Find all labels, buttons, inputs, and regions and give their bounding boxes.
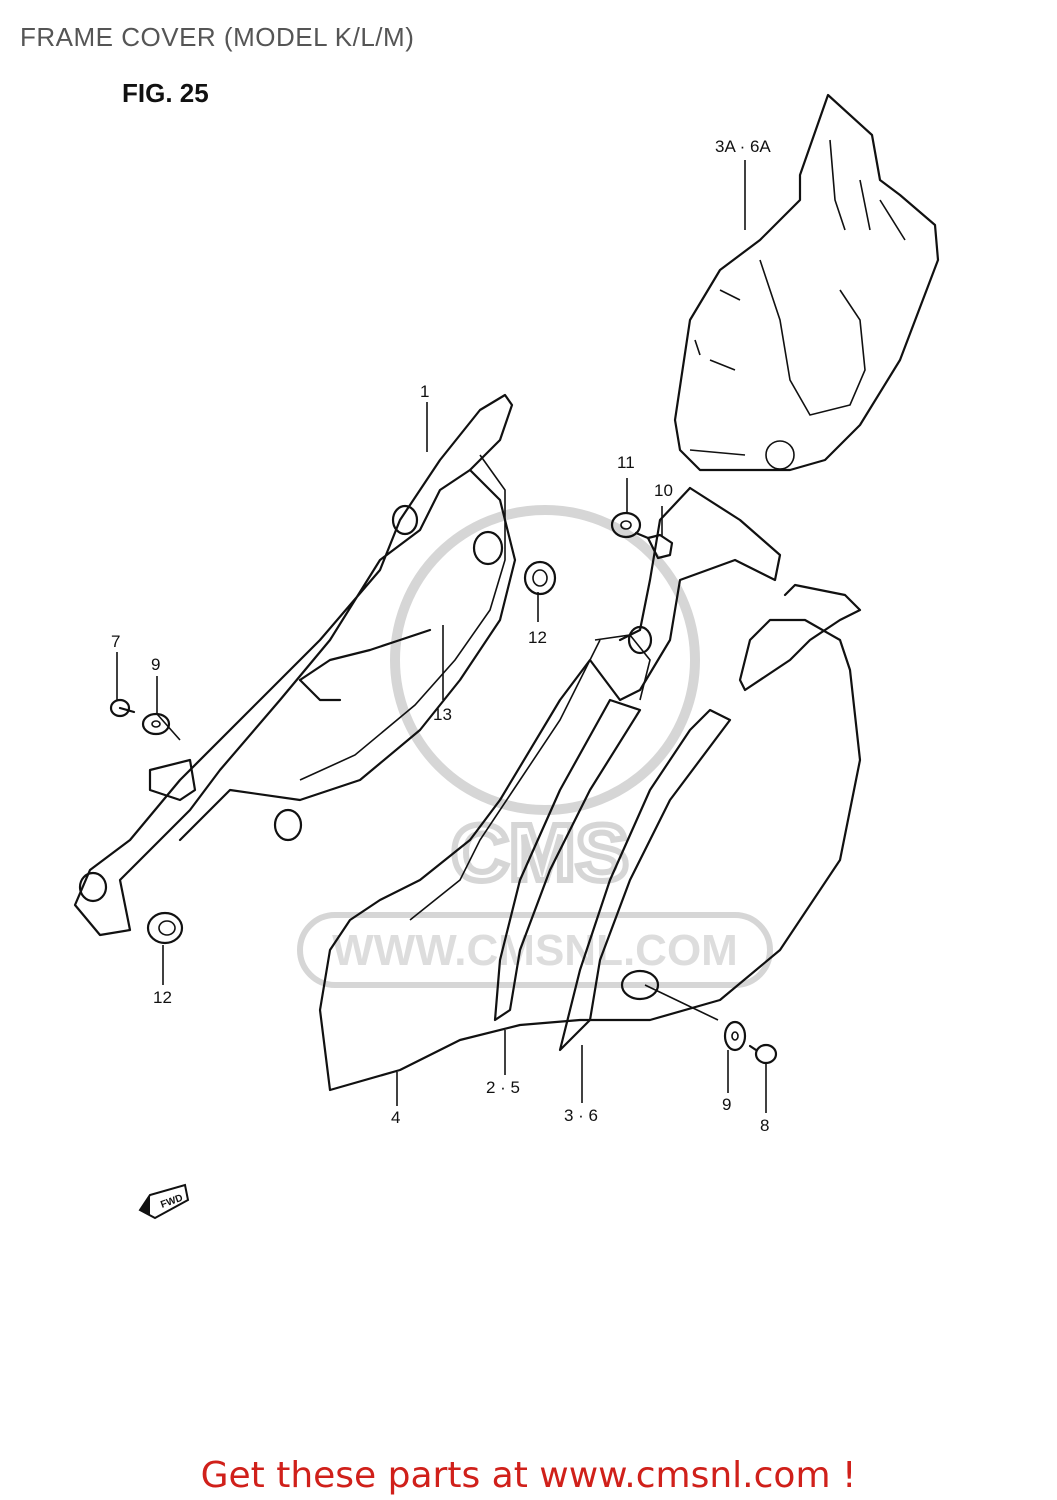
figure-number: FIG. 25	[122, 78, 209, 108]
callout-10: 10	[654, 481, 673, 500]
callout-12-lower: 12	[153, 988, 172, 1007]
callout-11: 11	[617, 453, 635, 472]
watermark-text: WWW.CMSNL.COM	[332, 926, 738, 975]
parts-diagram: CMS WWW.CMSNL.COM	[73, 93, 940, 1220]
parts-link[interactable]: Get these parts at www.cmsnl.com !	[200, 1455, 857, 1496]
watermark-logo: CMS	[451, 808, 629, 897]
callout-8: 8	[760, 1116, 769, 1135]
callout-1: 1	[420, 382, 429, 401]
side-cover-4	[318, 486, 862, 1092]
callout-7: 7	[111, 632, 120, 651]
watermark: CMS WWW.CMSNL.COM	[297, 505, 773, 988]
page-title: FRAME COVER (MODEL K/L/M)	[20, 22, 415, 52]
callout-3a-6a: 3A · 6A	[715, 137, 771, 156]
grommet-12b	[146, 911, 184, 945]
grommet-12a	[523, 560, 557, 596]
callout-2-5: 2 · 5	[486, 1078, 520, 1097]
decal-3a-6a	[673, 93, 940, 472]
frame-bracket-1	[73, 393, 517, 937]
callout-9-right: 9	[722, 1095, 731, 1114]
washer-11	[610, 511, 642, 539]
bolt-10	[634, 531, 674, 560]
callout-12-upper: 12	[528, 628, 547, 647]
fwd-arrow-icon: FWD	[138, 1183, 190, 1220]
washer-9b	[723, 1020, 747, 1052]
callout-9-left: 9	[151, 655, 160, 674]
screw-7	[109, 698, 136, 718]
callout-4: 4	[391, 1108, 400, 1127]
callout-labels: 1 3A · 6A 11 10 12 7 9 13 12 4 2 · 5 3 ·…	[111, 137, 771, 1135]
leader-lines	[116, 160, 767, 1113]
callout-3-6: 3 · 6	[564, 1106, 598, 1125]
callout-13: 13	[433, 705, 452, 724]
washer-9a	[141, 712, 171, 736]
screw-8	[748, 1043, 778, 1065]
